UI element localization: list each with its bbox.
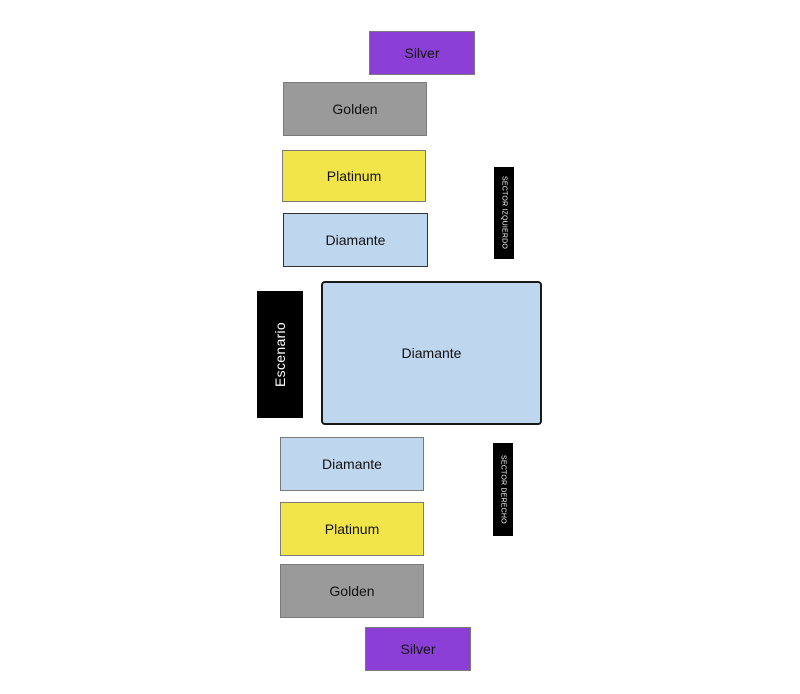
section-platinum-bottom[interactable]: Platinum [280,502,424,556]
stage: Escenario [257,291,303,418]
section-label: Golden [332,101,378,117]
section-label: Diamante [322,456,382,472]
section-platinum-top[interactable]: Platinum [282,150,426,202]
section-label: Diamante [401,345,462,361]
section-label: Diamante [325,232,386,248]
sector-left-label: SECTOR IZQUIERDO [494,167,514,259]
section-diamante-center[interactable]: Diamante [321,281,542,425]
section-label: Platinum [324,521,380,537]
sector-right-label: SECTOR DERECHO [493,443,513,536]
section-diamante-bottom[interactable]: Diamante [280,437,424,491]
sector-right-text: SECTOR DERECHO [499,455,507,524]
section-label: Golden [329,583,375,599]
section-diamante-top[interactable]: Diamante [283,213,428,267]
sector-left-text: SECTOR IZQUIERDO [500,176,508,250]
section-silver-bottom[interactable]: Silver [365,627,471,671]
section-silver-top[interactable]: Silver [369,31,475,75]
section-label: Silver [404,45,440,61]
stage-label: Escenario [272,322,288,387]
section-golden-bottom[interactable]: Golden [280,564,424,618]
section-golden-top[interactable]: Golden [283,82,427,136]
section-label: Silver [400,641,436,657]
section-label: Platinum [326,168,382,184]
